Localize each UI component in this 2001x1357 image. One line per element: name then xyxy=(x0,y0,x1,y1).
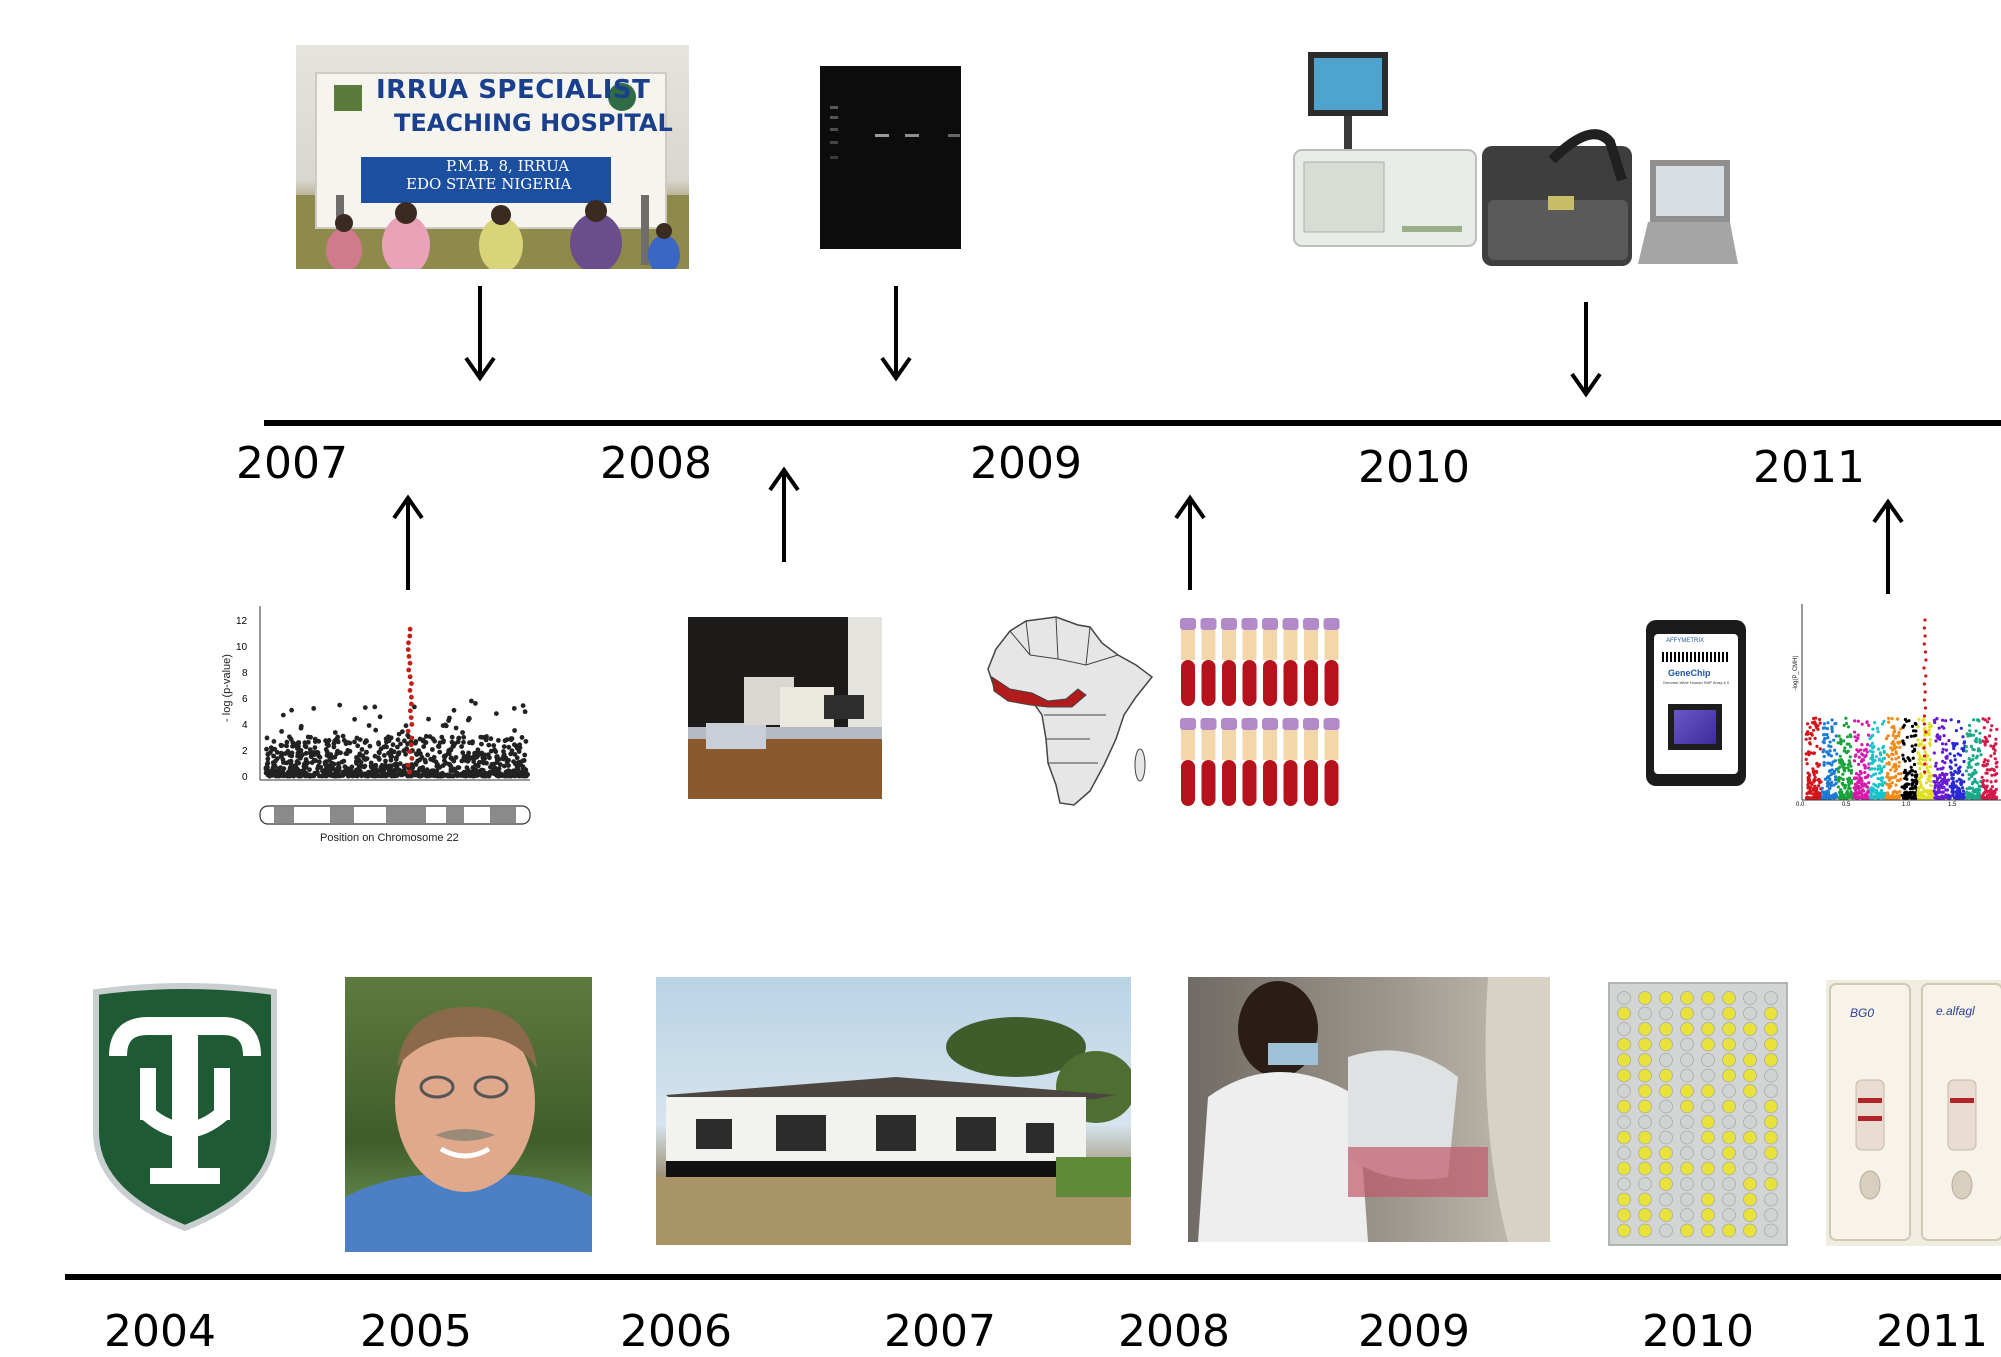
rapid-test-cassettes-photo: BG0 e.alfagl xyxy=(1826,980,2001,1246)
upper-timeline-axis xyxy=(264,420,2001,426)
manhattan-xlabel: Position on Chromosome 22 xyxy=(320,832,459,844)
blood-tube-icon xyxy=(1282,618,1299,630)
blood-tube-icon xyxy=(1241,618,1258,630)
upper-year-2007: 2007 xyxy=(236,438,348,489)
blood-tube-icon xyxy=(1262,618,1278,630)
genechip-cartridge: AFFYMETRIX GeneChip Genome-Wide Human SN… xyxy=(1646,620,1746,786)
lower-year-2004: 2004 xyxy=(104,1306,216,1357)
blood-tube-icon xyxy=(1282,718,1299,730)
blood-tube-icon xyxy=(1262,718,1278,730)
blood-tube-icon xyxy=(1200,718,1217,730)
lower-year-2007: 2007 xyxy=(884,1306,996,1357)
blood-tube-icon xyxy=(1303,618,1319,630)
blood-tube-icon xyxy=(1323,618,1340,630)
manhattan-ytick-6: 6 xyxy=(242,694,248,705)
lower-year-2011: 2011 xyxy=(1876,1306,1988,1357)
sign-line-2: TEACHING HOSPITAL xyxy=(394,109,673,137)
up-arrow-icon xyxy=(392,494,424,590)
elisa-plate-photo xyxy=(1608,982,1788,1246)
manhattan2-xtick-3: 1.5 xyxy=(1948,802,1957,808)
hospital-sign-photo: IRRUA SPECIALIST TEACHING HOSPITAL P.M.B… xyxy=(296,45,689,269)
lower-year-2009: 2009 xyxy=(1358,1306,1470,1357)
genechip-title: GeneChip xyxy=(1668,668,1711,678)
down-arrow-icon xyxy=(464,286,496,382)
portrait-photo xyxy=(345,977,592,1252)
upper-year-2011: 2011 xyxy=(1753,442,1865,493)
up-arrow-icon xyxy=(1872,498,1904,594)
blood-tube-icon xyxy=(1180,718,1196,730)
building-photo xyxy=(656,977,1131,1245)
manhattan2-xtick-0: 0.0 xyxy=(1796,802,1805,808)
upper-year-2010: 2010 xyxy=(1358,442,1470,493)
manhattan-plot-colored: -log(P_CMH) 0.0 0.5 1.0 1.5 xyxy=(1784,600,2001,812)
sign-line-1: IRRUA SPECIALIST xyxy=(376,75,651,105)
upper-year-2008: 2008 xyxy=(600,438,712,489)
lower-timeline-axis xyxy=(65,1274,2001,1280)
manhattan-ytick-8: 8 xyxy=(242,668,248,679)
manhattan2-ylabel: -log(P_CMH) xyxy=(1793,655,1799,691)
blood-tube-icon xyxy=(1200,618,1217,630)
genechip-brand: AFFYMETRIX xyxy=(1666,638,1705,644)
sequencing-equipment-photo xyxy=(1292,50,1738,280)
down-arrow-icon xyxy=(1570,302,1602,398)
manhattan-ytick-10: 10 xyxy=(236,642,248,653)
genechip-subtitle: Genome-Wide Human SNP Array 6.0 xyxy=(1662,680,1730,685)
blood-tube-icon xyxy=(1221,718,1237,730)
lower-year-2006: 2006 xyxy=(620,1306,732,1357)
manhattan2-xtick-1: 0.5 xyxy=(1842,802,1851,808)
up-arrow-icon xyxy=(768,466,800,562)
blood-tube-icon xyxy=(1303,718,1319,730)
blood-tube-icon xyxy=(1323,718,1340,730)
manhattan-ytick-2: 2 xyxy=(242,746,248,757)
lab-bench-photo xyxy=(688,617,882,799)
lower-year-2010: 2010 xyxy=(1642,1306,1754,1357)
lower-year-2008: 2008 xyxy=(1118,1306,1230,1357)
africa-map xyxy=(986,615,1158,809)
blood-tube-icon xyxy=(1221,618,1237,630)
upper-year-2009: 2009 xyxy=(970,438,1082,489)
tulane-shield-logo xyxy=(90,982,280,1232)
up-arrow-icon xyxy=(1174,494,1206,590)
manhattan-ytick-12: 12 xyxy=(236,616,248,627)
manhattan-plot-chr22: - log (p-value) 0 2 4 6 8 10 12 Position… xyxy=(210,596,540,851)
manhattan-ytick-4: 4 xyxy=(242,720,248,731)
sign-line-3: P.M.B. 8, IRRUA xyxy=(446,157,570,175)
sign-line-4: EDO STATE NIGERIA xyxy=(406,175,572,193)
manhattan2-xtick-2: 1.0 xyxy=(1902,802,1911,808)
blood-tubes xyxy=(1176,614,1346,812)
lab-worker-photo xyxy=(1188,977,1550,1242)
rdt-label-2: e.alfagl xyxy=(1936,1004,1975,1018)
down-arrow-icon xyxy=(880,286,912,382)
blood-tube-icon xyxy=(1180,618,1196,630)
rdt-label-1: BG0 xyxy=(1850,1006,1875,1020)
manhattan-ylabel: - log (p-value) xyxy=(221,654,233,722)
manhattan-ytick-0: 0 xyxy=(242,772,248,783)
lower-year-2005: 2005 xyxy=(360,1306,472,1357)
gel-electrophoresis-photo xyxy=(820,66,961,249)
blood-tube-icon xyxy=(1241,718,1258,730)
